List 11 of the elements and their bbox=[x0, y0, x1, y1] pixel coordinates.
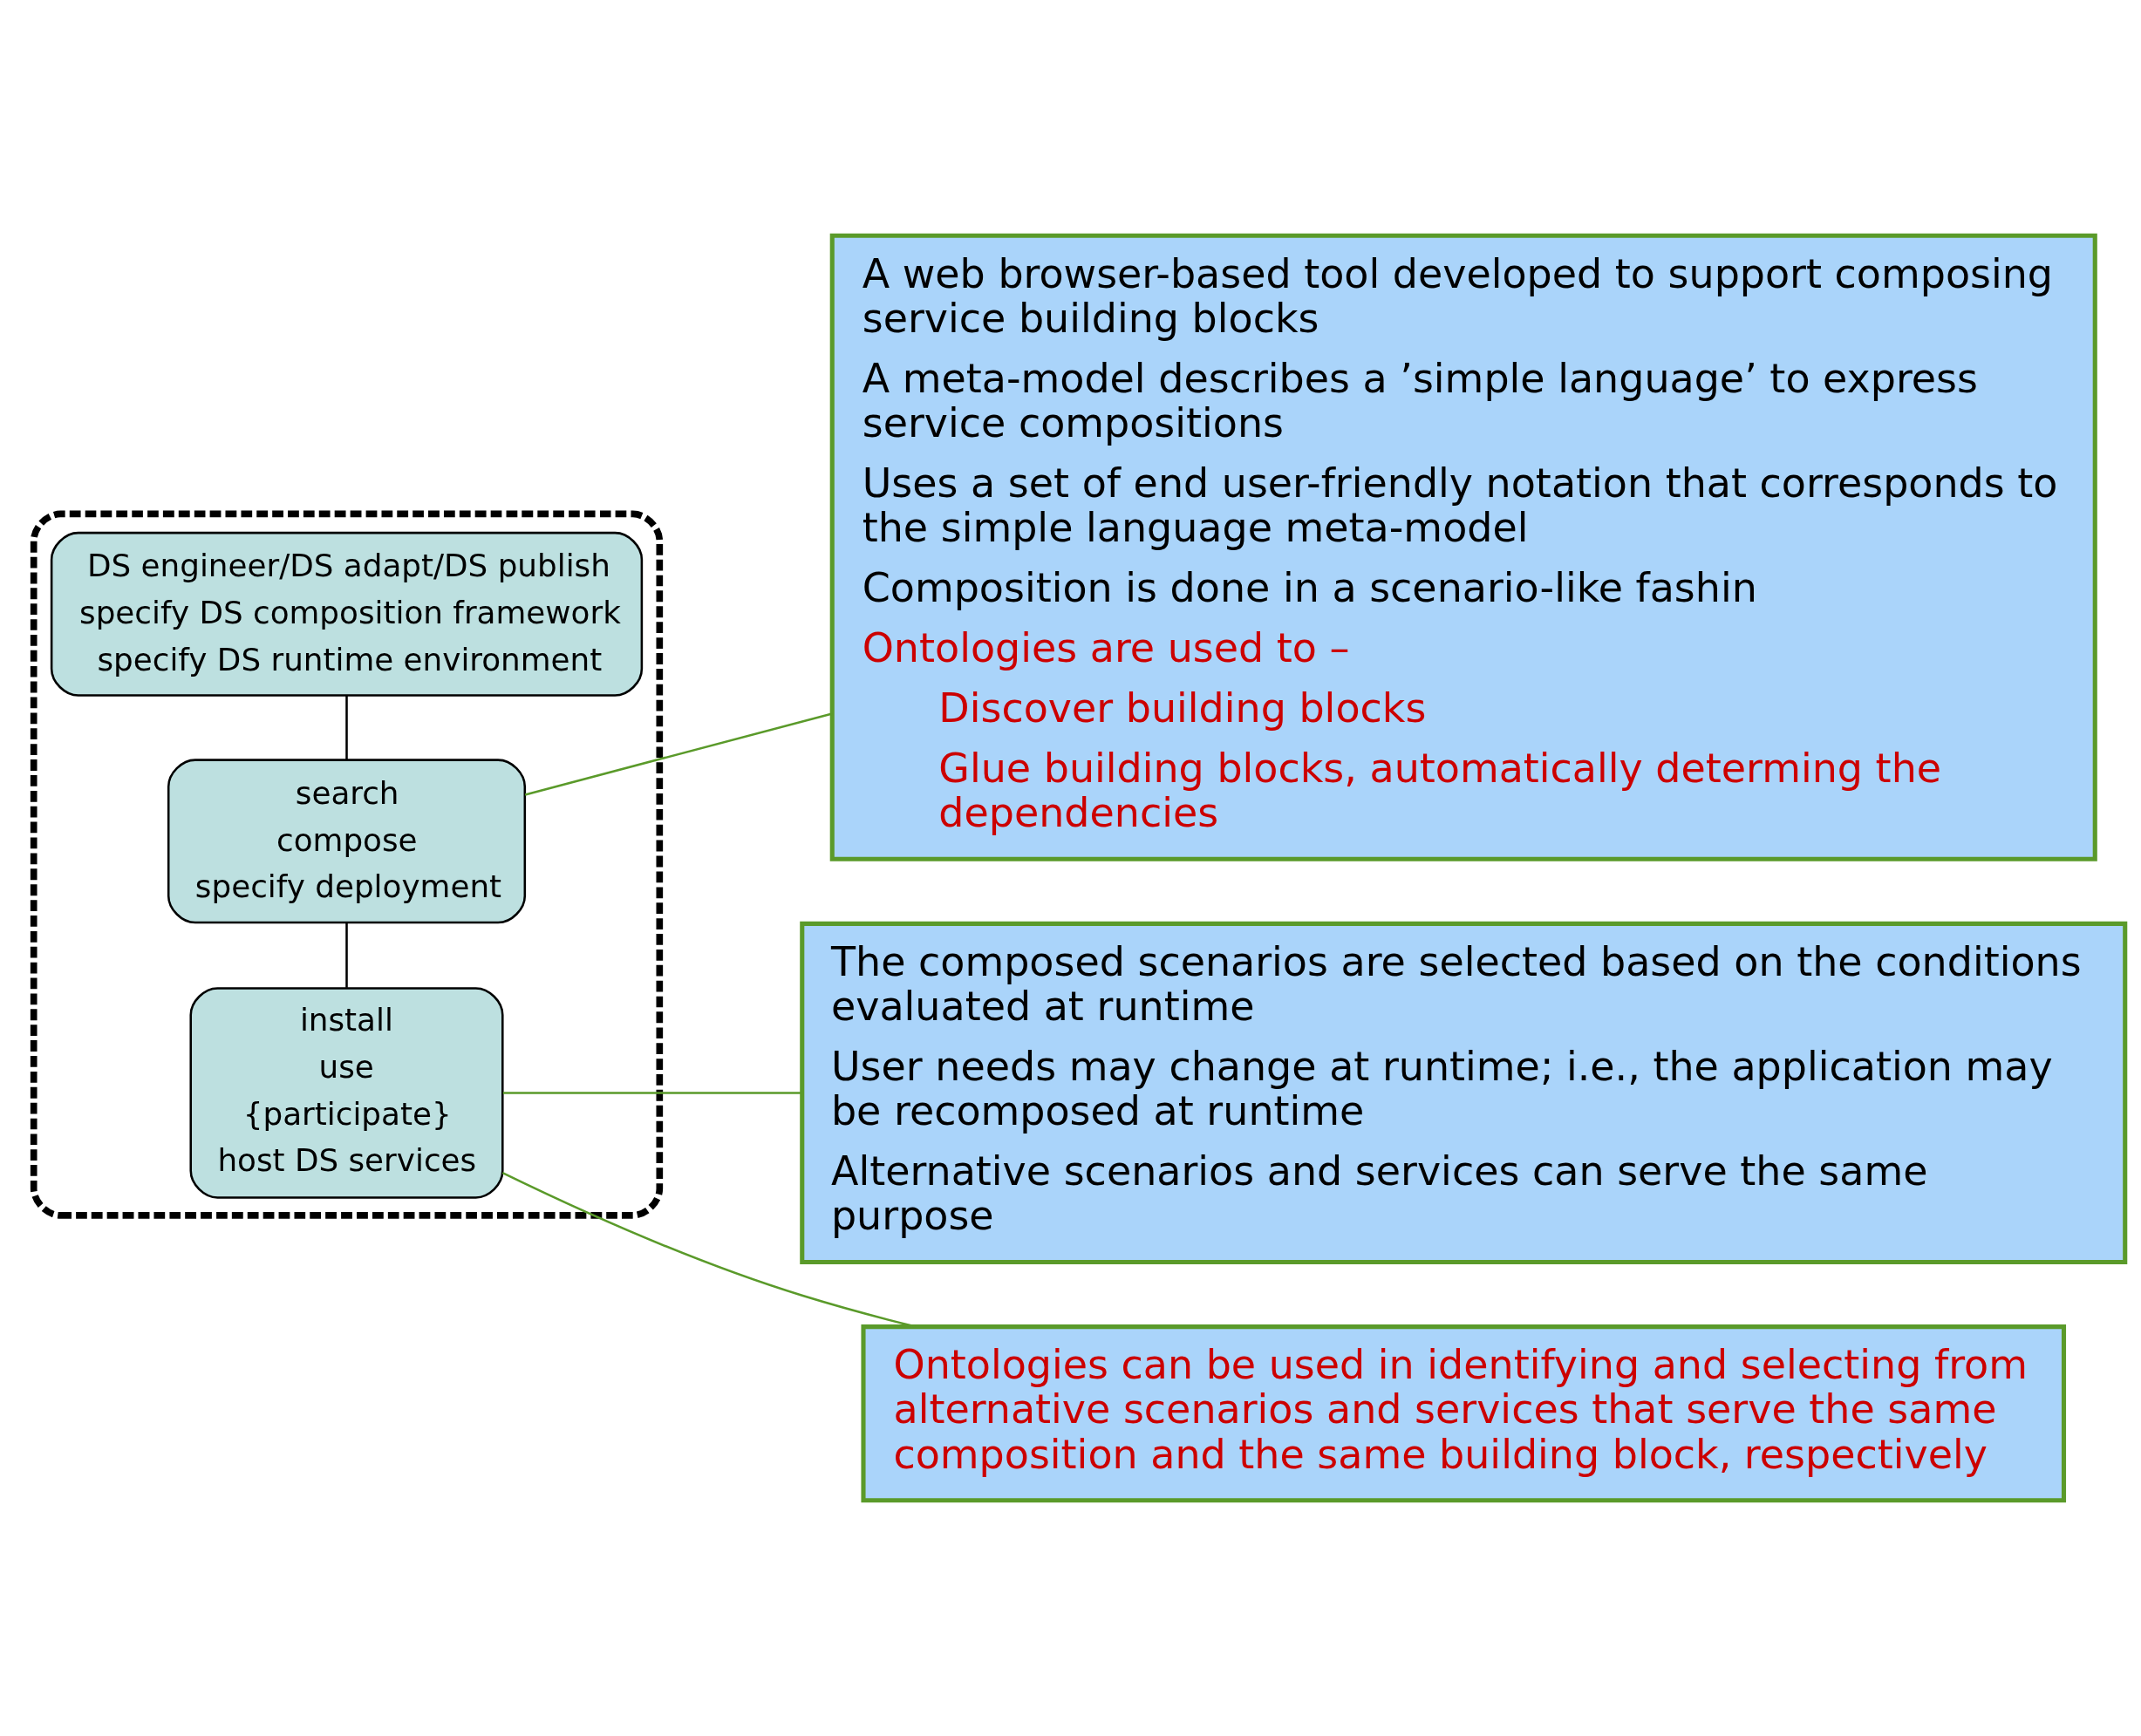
connector bbox=[345, 922, 348, 988]
node-box: The composed scenarios are selected based on the conditions evaluated at runtime User needs may change at runtime; i.e., the application may be recomposed at runtime Alternative scenarios and services can serve the same purpose bbox=[800, 921, 2128, 1265]
connector bbox=[502, 1092, 802, 1094]
node-box: A web browser-based tool developed to support composing service building blocks A meta-model describes a ’simple language’ to express service compositions Uses a set of end user-friendly notation that corresponds to the simple language meta-model Composition is done in a scenario-like fashin Ontologies are used to – Discover building blocks Glue building blocks, automatically determing the dependencies bbox=[829, 233, 2097, 861]
node-box: install use {participate} host DS services bbox=[189, 987, 504, 1199]
node-box: Ontologies can be used in identifying and selecting from alternative scenarios and services that serve the same composition and the same building block, respectively bbox=[861, 1324, 2067, 1503]
cluster bbox=[30, 510, 664, 1219]
node-box: DS engineer/DS adapt/DS publish specify DS composition framework specify DS runtime environment bbox=[50, 531, 644, 697]
connector bbox=[524, 712, 833, 796]
connector bbox=[345, 695, 348, 760]
node-box: search compose specify deployment bbox=[167, 759, 527, 924]
